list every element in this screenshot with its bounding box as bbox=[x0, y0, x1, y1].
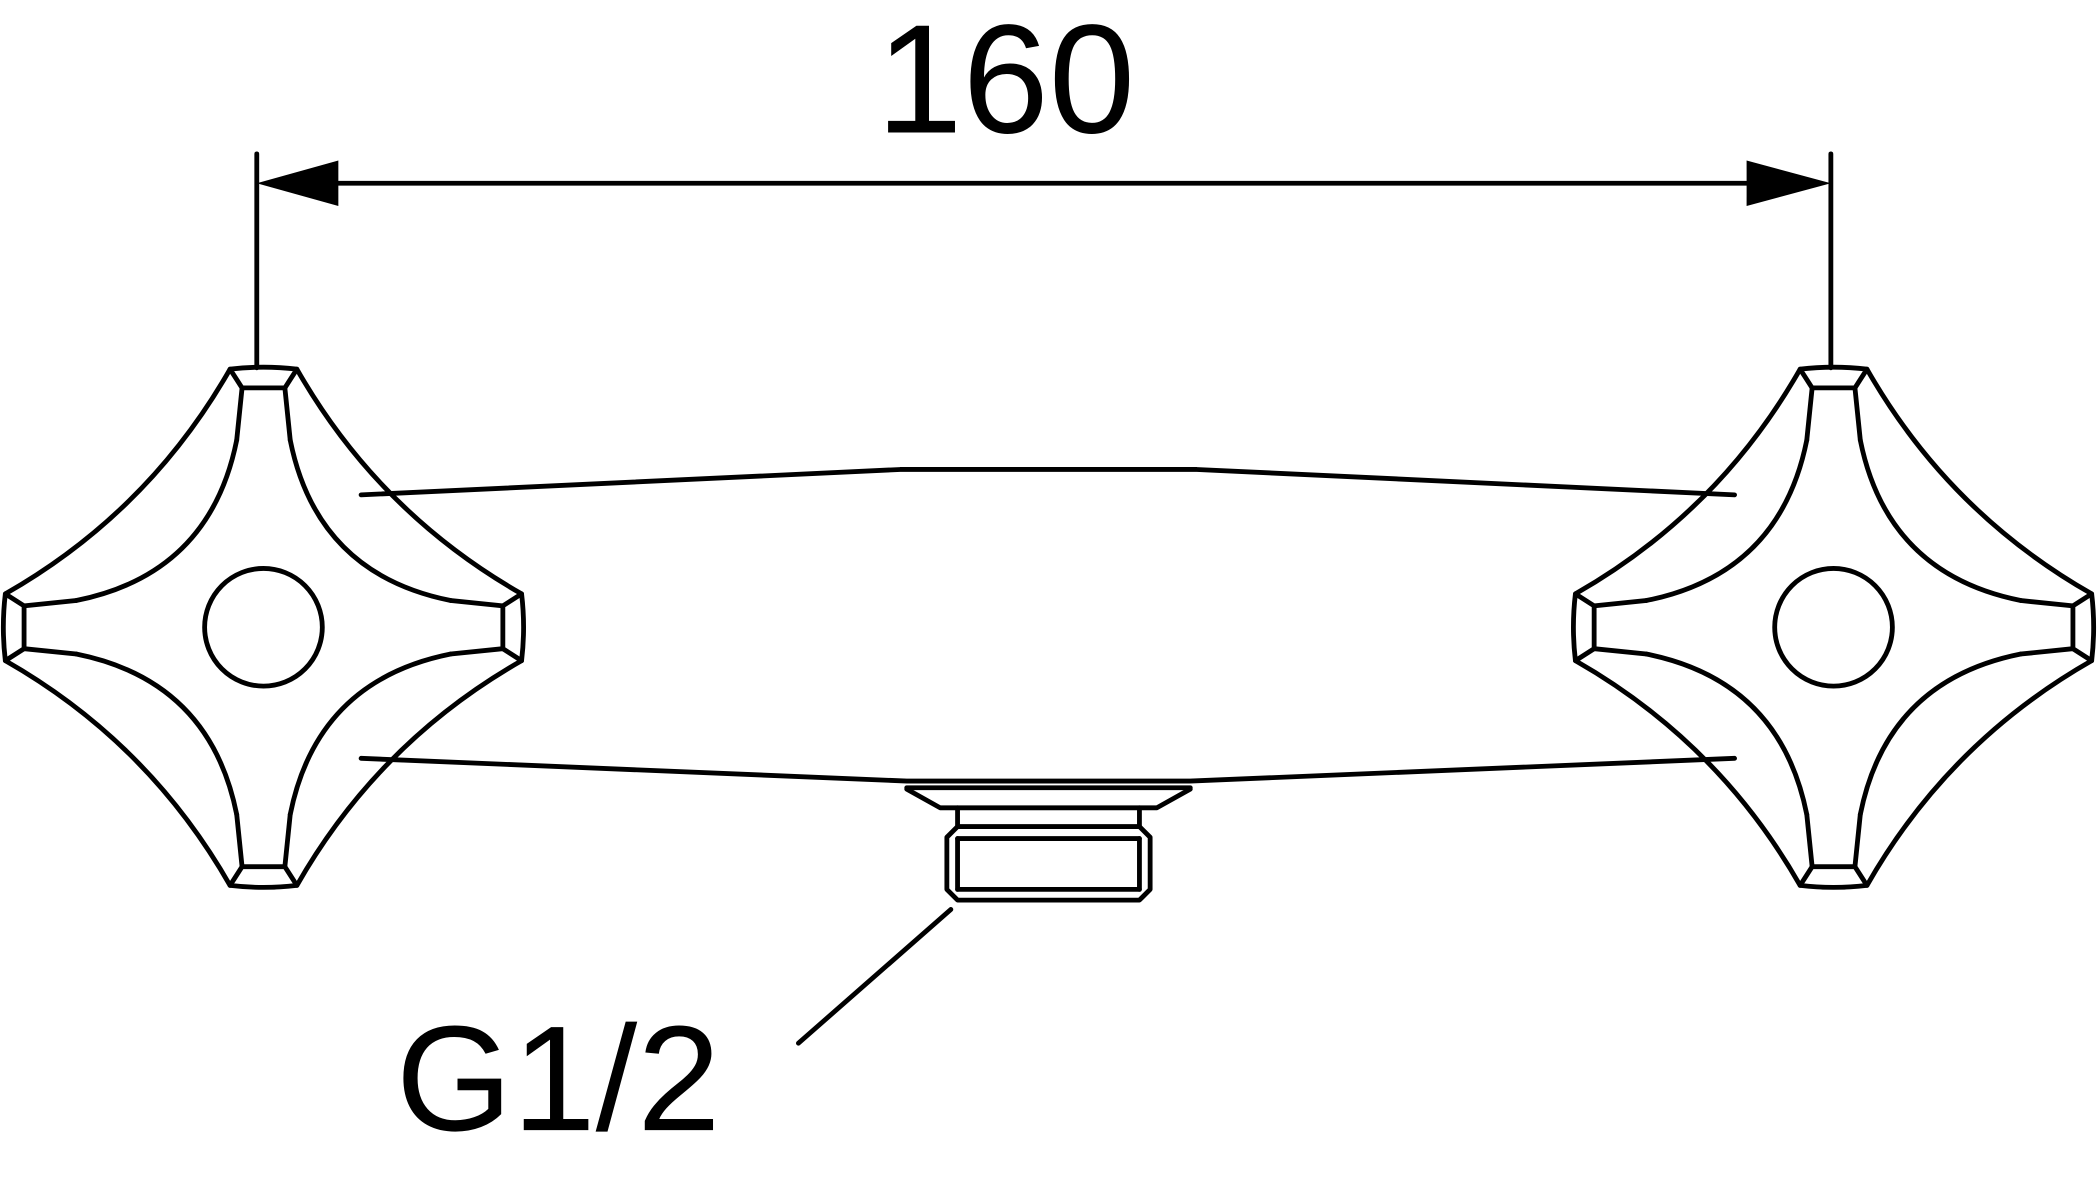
arrowhead-left-icon bbox=[256, 160, 339, 207]
dimension-line bbox=[254, 151, 1834, 371]
leader-line bbox=[796, 907, 954, 1046]
dimension-label: 160 bbox=[876, 0, 1135, 165]
right-cross-handle bbox=[1573, 367, 2093, 887]
arrowhead-right-icon bbox=[1746, 160, 1831, 207]
thread-label: G1/2 bbox=[396, 994, 721, 1162]
left-cross-handle bbox=[3, 367, 523, 887]
valve-body bbox=[358, 467, 1737, 784]
inlet-connector bbox=[904, 785, 1193, 903]
